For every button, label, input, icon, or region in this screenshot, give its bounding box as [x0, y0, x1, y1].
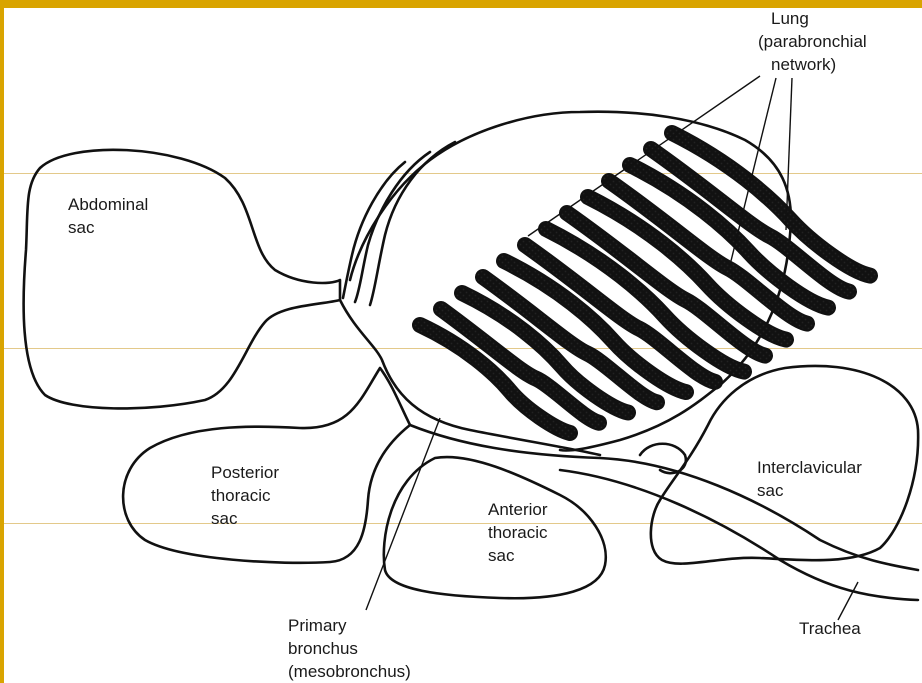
interclavicular-sac-label: Interclavicular sac — [757, 458, 867, 500]
anterior-thoracic-sac-label-line: thoracic — [488, 523, 548, 542]
lung-label-line: network) — [771, 55, 836, 74]
slide: Lung (parabronchial network) Abdominal s… — [4, 8, 922, 683]
lung-label: Lung (parabronchial network) — [758, 9, 871, 74]
trachea-label-line: Trachea — [799, 619, 861, 638]
posterior-thoracic-sac-label: Posterior thoracic sac — [211, 463, 284, 528]
interclavicular-sac-label-line: Interclavicular — [757, 458, 862, 477]
posterior-thoracic-sac-label-line: sac — [211, 509, 238, 528]
abdominal-sac-label-line: Abdominal — [68, 195, 148, 214]
interclavicular-sac-label-line: sac — [757, 481, 784, 500]
abdominal-sac-label: Abdominal sac — [68, 195, 153, 237]
avian-respiratory-diagram: Lung (parabronchial network) Abdominal s… — [4, 8, 922, 683]
parabronchial-network — [420, 133, 870, 433]
abdominal-sac-label-line: sac — [68, 218, 95, 237]
primary-bronchus-label-line: Primary — [288, 616, 347, 635]
lung-label-line: (parabronchial — [758, 32, 867, 51]
primary-bronchus-label: Primary bronchus (mesobronchus) — [288, 616, 411, 681]
primary-bronchus-leader-line — [366, 418, 440, 610]
anterior-thoracic-sac-label-line: sac — [488, 546, 515, 565]
posterior-thoracic-sac-label-line: Posterior — [211, 463, 279, 482]
top-frame-bar — [0, 0, 922, 8]
primary-bronchus-label-line: bronchus — [288, 639, 358, 658]
trachea-label: Trachea — [799, 619, 861, 638]
posterior-thoracic-sac-label-line: thoracic — [211, 486, 271, 505]
trachea-lower-wall — [560, 470, 918, 600]
primary-bronchus-label-line: (mesobronchus) — [288, 662, 411, 681]
parabronchus-stipple — [651, 149, 849, 292]
anterior-thoracic-sac-label-line: Anterior — [488, 500, 548, 519]
abdominal-sac-outline — [24, 150, 340, 409]
lung-label-line: Lung — [771, 9, 809, 28]
anterior-thoracic-sac-label: Anterior thoracic sac — [488, 500, 552, 565]
